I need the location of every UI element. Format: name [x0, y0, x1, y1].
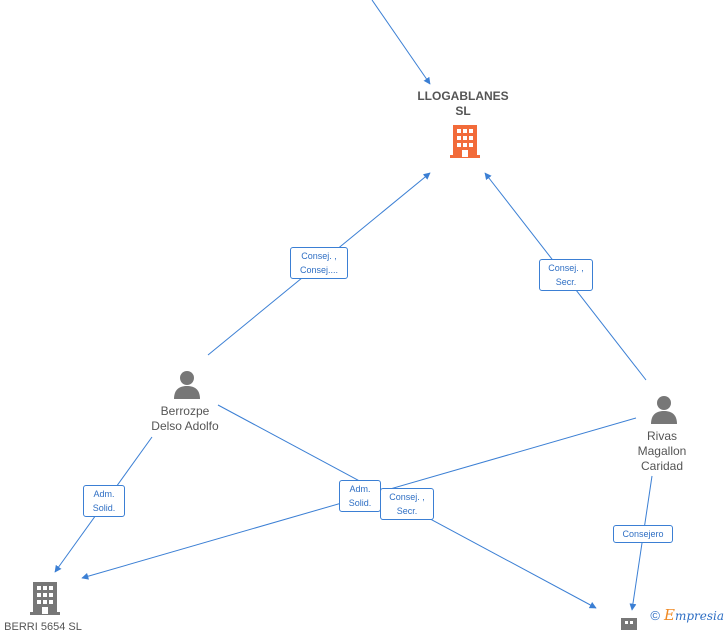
role-label-line2: Consej....	[299, 265, 339, 275]
person-name-line3: Caridad	[640, 459, 684, 473]
person-name-line1: Berrozpe	[160, 404, 210, 418]
brand-initial: E	[663, 606, 675, 624]
role-label-line1: Adm.	[349, 484, 371, 494]
person-name-line2: Magallon	[637, 444, 687, 458]
role-label-line1: Consej. ,	[301, 251, 337, 261]
person-icon[interactable]	[649, 394, 679, 424]
company-label-llogablanes[interactable]: LLOGABLANES SL	[405, 89, 521, 119]
role-label-line2: Solid.	[92, 503, 116, 513]
company-name: BERRI 5654 SL	[4, 621, 82, 633]
role-label-rivas-bottom-right[interactable]: Consejero	[613, 525, 673, 543]
role-label-line2: Secr.	[396, 506, 418, 516]
role-label-line1: Consej. ,	[548, 263, 584, 273]
edge-rivas-bottom-right	[629, 475, 653, 611]
company-name-line2: SL	[455, 104, 471, 118]
empresia-logo: ©Empresia	[650, 606, 724, 624]
person-icon[interactable]	[172, 369, 202, 399]
building-icon[interactable]	[30, 581, 60, 615]
building-icon[interactable]	[450, 124, 480, 158]
person-name-line2: Delso Adolfo	[151, 419, 219, 433]
brand-name: mpresia	[674, 609, 724, 623]
role-label-berrozpe-bottom-right[interactable]: Consej. , Secr.	[380, 488, 434, 520]
person-label-rivas[interactable]: Rivas Magallon Caridad	[622, 429, 702, 474]
role-label-berrozpe-berri[interactable]: Adm. Solid.	[83, 485, 125, 517]
role-label-line2: Solid.	[348, 498, 372, 508]
role-label-line2: Secr.	[555, 277, 577, 287]
role-label-rivas-llogablanes[interactable]: Consej. , Secr.	[539, 259, 593, 291]
role-label-line1: Consejero	[622, 529, 664, 539]
company-label-berri[interactable]: BERRI 5654 SL	[0, 620, 88, 635]
edge-top-incoming	[371, 0, 431, 85]
copyright-symbol: ©	[650, 608, 660, 623]
role-label-rivas-berri[interactable]: Adm. Solid.	[339, 480, 381, 512]
company-name-line1: LLOGABLANES	[417, 89, 509, 103]
person-name-line1: Rivas	[646, 429, 677, 443]
building-icon[interactable]	[619, 616, 639, 630]
role-label-berrozpe-llogablanes[interactable]: Consej. , Consej....	[290, 247, 348, 279]
person-label-berrozpe[interactable]: Berrozpe Delso Adolfo	[125, 404, 245, 434]
role-label-line1: Consej. ,	[389, 492, 425, 502]
role-label-line1: Adm.	[93, 489, 115, 499]
